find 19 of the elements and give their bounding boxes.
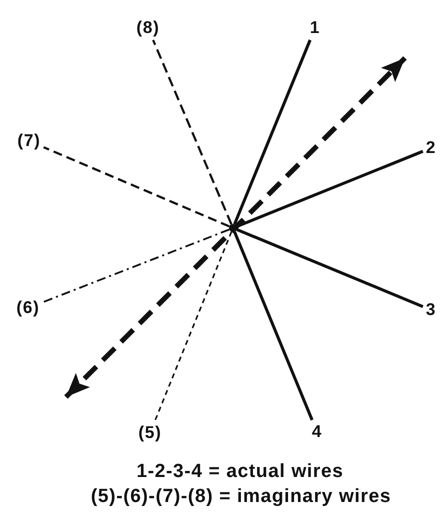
dashed-wire-line [42,228,230,304]
wire-line [236,228,424,308]
wire-label: (8) [133,16,163,40]
dashed-wire-line [43,146,230,228]
wire-line [236,150,424,228]
wire-label: 1 [306,16,324,40]
junction-dot [229,224,237,232]
wire-line [233,231,314,421]
key-note: (5)-(6)-(7)-(8) = imaginary wires [90,486,392,508]
dashed-wire-line [152,40,232,225]
key-note: 1-2-3-4 = actual wires [136,461,344,483]
wire-label: (5) [135,421,165,445]
wire-label: (6) [13,296,43,320]
wire-label: 2 [422,136,440,160]
wire-label: (7) [14,129,44,153]
wire-line [233,39,312,225]
wire-label: 3 [422,298,440,322]
dashed-wire-line [154,231,232,422]
wire-label: 4 [308,420,326,444]
